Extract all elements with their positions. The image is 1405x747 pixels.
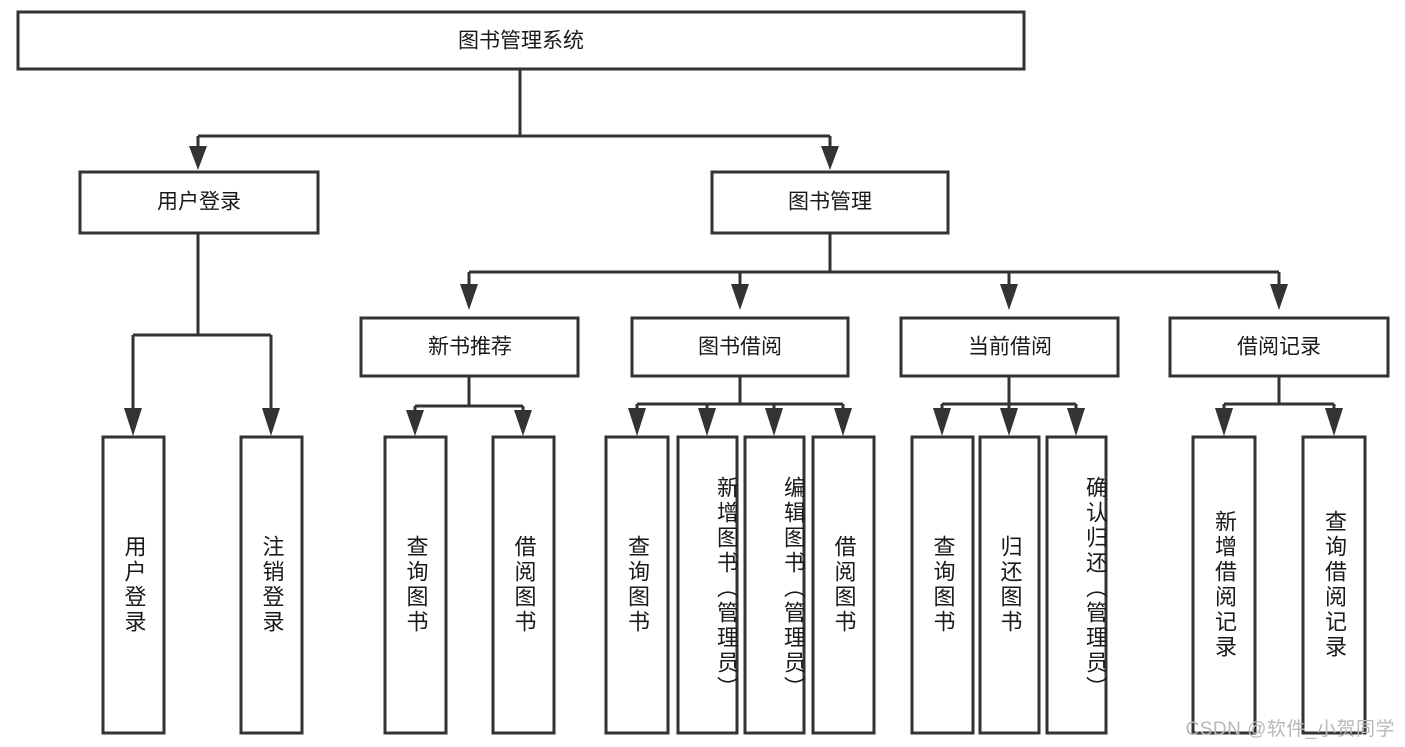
node-current-borrow[interactable]: 当前借阅: [899, 316, 1120, 378]
leaf-box-current-borrow-2[interactable]: [1045, 435, 1108, 735]
leaf-box-user-login-1[interactable]: [239, 435, 304, 735]
connector-root-to-level2: [189, 69, 839, 170]
connector-bookborrow-to-leaves: [628, 377, 852, 436]
node-user-login[interactable]: 用户登录: [78, 170, 320, 235]
node-book-management[interactable]: 图书管理: [710, 170, 950, 235]
node-book-borrow[interactable]: 图书借阅: [630, 316, 850, 378]
leaf-box-new-book-1[interactable]: [491, 435, 556, 735]
leaf-box-borrow-record-0[interactable]: [1191, 435, 1257, 735]
leaf-box-user-login-0[interactable]: [101, 435, 166, 735]
node-user-login-label: 用户登录: [157, 191, 241, 214]
leaf-box-current-borrow-1[interactable]: [978, 435, 1041, 735]
connector-currentborrow-to-leaves: [933, 377, 1085, 436]
node-borrow-record[interactable]: 借阅记录: [1168, 316, 1390, 378]
node-new-book-recommend[interactable]: 新书推荐: [359, 316, 580, 378]
node-book-management-label: 图书管理: [788, 191, 872, 214]
node-current-borrow-label: 当前借阅: [968, 336, 1052, 359]
leaf-box-borrow-record-1[interactable]: [1301, 435, 1367, 735]
csdn-watermark: CSDN @软件_小贺同学: [1185, 719, 1395, 740]
node-new-book-recommend-label: 新书推荐: [428, 336, 512, 359]
connector-bookmgmt-to-level3: [460, 233, 1288, 310]
connector-userlogin-to-leaves: [124, 233, 280, 436]
connector-newbook-to-leaves: [406, 377, 532, 436]
node-root-label: 图书管理系统: [458, 30, 584, 53]
leaf-box-book-borrow-2[interactable]: [743, 435, 806, 735]
leaf-box-new-book-0[interactable]: [383, 435, 448, 735]
leaf-box-book-borrow-0[interactable]: [604, 435, 670, 735]
node-root[interactable]: 图书管理系统: [16, 10, 1026, 71]
node-book-borrow-label: 图书借阅: [698, 336, 782, 359]
connector-borrowrecord-to-leaves: [1215, 377, 1343, 436]
node-borrow-record-label: 借阅记录: [1237, 336, 1321, 359]
leaf-box-current-borrow-0[interactable]: [910, 435, 975, 735]
leaf-box-book-borrow-3[interactable]: [811, 435, 876, 735]
leaf-box-book-borrow-1[interactable]: [676, 435, 739, 735]
